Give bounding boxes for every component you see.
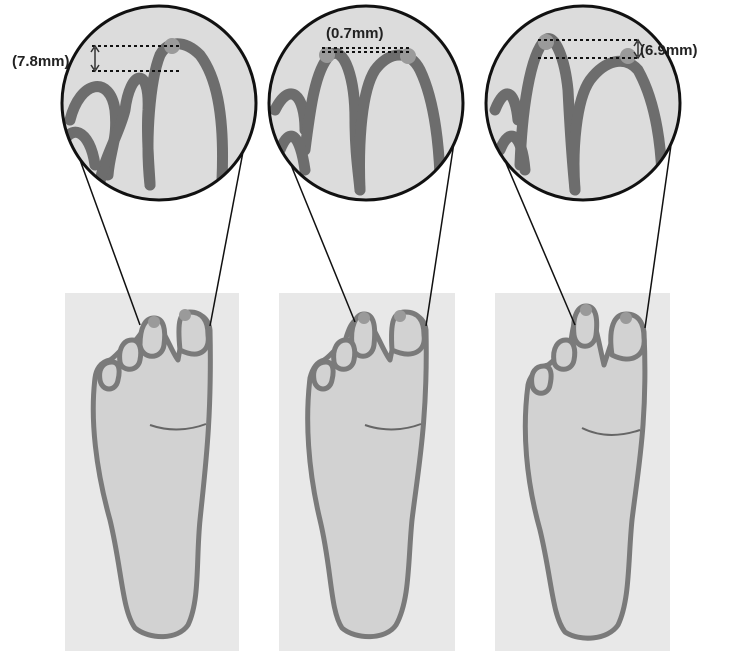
- panel-right: (6.9mm): [486, 6, 698, 651]
- measurement-label-left: (7.8mm): [12, 53, 70, 70]
- magnifier-middle-marker-a: [319, 47, 335, 63]
- toe-marker-right-big: [620, 312, 632, 324]
- toe-marker-middle-big: [394, 310, 406, 322]
- magnifier-right-icon: [486, 6, 680, 200]
- toe-marker-right-second: [580, 304, 592, 316]
- magnifier-middle-marker-b: [400, 48, 416, 64]
- toe-marker-middle-second: [358, 312, 370, 324]
- measurement-label-middle: (0.7mm): [326, 25, 384, 42]
- measurement-label-right: (6.9mm): [640, 42, 698, 59]
- panel-middle: (0.7mm): [269, 6, 463, 651]
- toe-marker-left-second: [148, 316, 160, 328]
- toe-marker-left-big: [179, 309, 191, 321]
- magnifier-right-marker-a: [538, 34, 554, 50]
- panel-left: (7.8mm): [12, 6, 256, 651]
- magnifier-right-marker-b: [620, 48, 636, 64]
- magnifier-left-icon: [60, 6, 256, 200]
